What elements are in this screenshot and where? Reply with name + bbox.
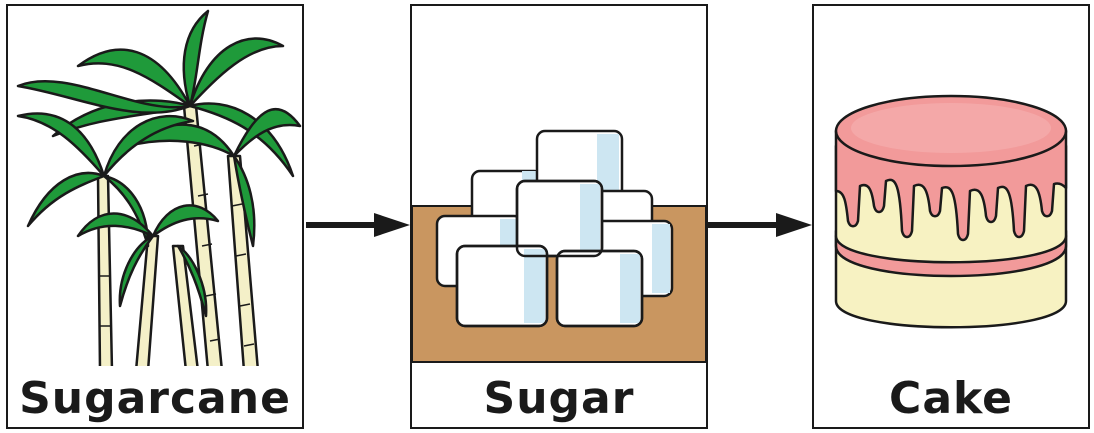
panel-label-cake: Cake [889, 373, 1013, 424]
arrow-right-icon [306, 213, 410, 237]
cake-icon [834, 94, 1068, 329]
panel-sugarcane: Sugarcane [6, 4, 304, 429]
panel-label-sugarcane: Sugarcane [19, 373, 291, 424]
arrow-right-icon [708, 213, 812, 237]
panel-label-sugar: Sugar [483, 373, 635, 424]
sugarcane-icon [16, 9, 302, 366]
panel-sugar: Sugar [410, 4, 708, 429]
sugar-cubes-icon [412, 129, 706, 363]
panel-cake: Cake [812, 4, 1090, 429]
